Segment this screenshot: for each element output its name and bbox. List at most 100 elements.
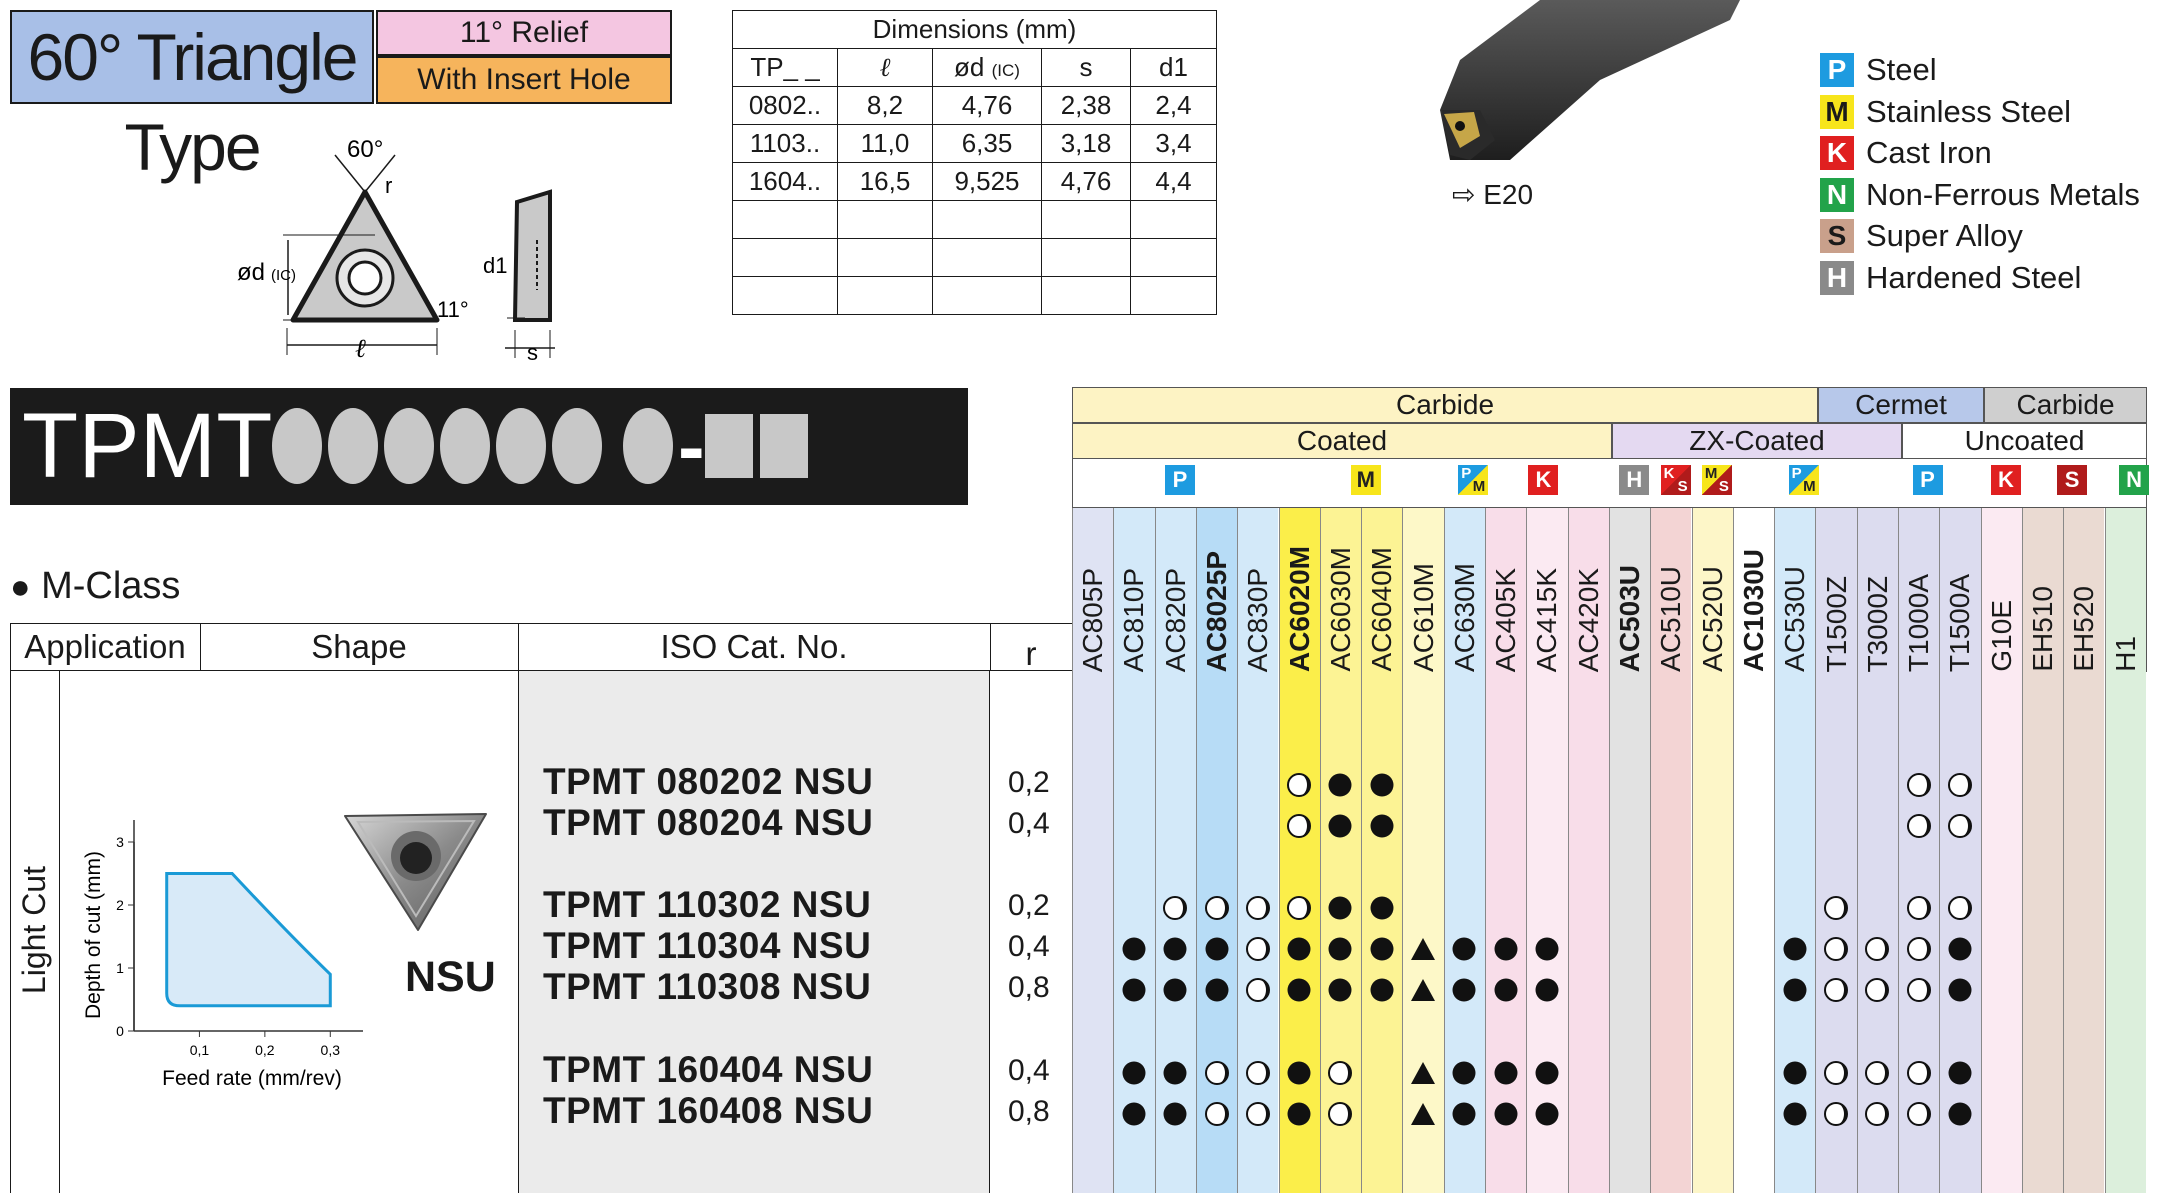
group-cermet: Cermet	[1818, 387, 1984, 423]
code-placeholder	[384, 408, 434, 484]
grade-column	[1361, 672, 1403, 1193]
mark-second-choice	[1947, 814, 1972, 838]
legend-label: Super Alloy	[1866, 218, 2023, 253]
grade-column	[1650, 672, 1692, 1193]
group-uncoated: Uncoated	[1902, 423, 2147, 459]
mark-first-choice	[1494, 937, 1518, 961]
grade-name: AC415K	[1531, 567, 1563, 672]
dimension-row	[732, 276, 1217, 315]
mark-first-choice	[1122, 1061, 1146, 1085]
grade-header: T1000A	[1898, 508, 1940, 672]
drawing-angle-label: 60°	[347, 136, 383, 163]
grade-name: AC420K	[1572, 567, 1604, 672]
nose-radius: 0,8	[1008, 1095, 1050, 1128]
mark-second-choice	[1204, 1061, 1229, 1085]
grade-column	[1980, 672, 2022, 1193]
legend-label: Non-Ferrous Metals	[1866, 176, 2140, 212]
dimension-cell: 2,4	[1130, 86, 1217, 125]
dimension-cell	[837, 238, 933, 277]
grade-column	[2104, 672, 2146, 1193]
mark-second-choice	[1906, 937, 1931, 961]
mark-first-choice	[1287, 978, 1311, 1002]
group-carbide: Carbide	[1072, 387, 1818, 423]
grade-header: T1500A	[1939, 508, 1981, 672]
grade-column	[1732, 672, 1775, 1193]
mark-first-choice	[1287, 1061, 1311, 1085]
legend-label: Cast Iron	[1866, 135, 1992, 170]
x-tick-label: 0,3	[321, 1042, 341, 1058]
mark-first-choice	[1287, 937, 1311, 961]
nose-radius: 0,4	[1008, 1054, 1050, 1087]
mark-first-choice	[1948, 1102, 1972, 1126]
grade-header: EH510	[2021, 508, 2064, 672]
grade-name: AC6030M	[1324, 547, 1356, 672]
mark-first-choice	[1370, 896, 1394, 920]
mark-first-choice	[1328, 814, 1352, 838]
grade-column	[2021, 672, 2064, 1193]
mark-first-choice	[1452, 937, 1476, 961]
dim-col-l: ℓ	[837, 48, 933, 87]
material-mark-row	[1072, 459, 2147, 508]
grade-header: AC520U	[1691, 508, 1733, 672]
dimension-cell	[932, 200, 1042, 239]
chart-area	[165, 872, 332, 1008]
drawing-relief-label: 11°	[437, 297, 469, 322]
grade-name: T1000A	[1903, 573, 1935, 672]
grade-header: AC630M	[1443, 508, 1485, 672]
code-dash: -	[678, 402, 705, 491]
mark-second-choice	[1204, 1102, 1229, 1126]
application-label: Light Cut	[15, 865, 52, 995]
mark-first-choice	[1328, 896, 1352, 920]
dimension-row	[732, 200, 1217, 239]
grade-header: AC510U	[1650, 508, 1692, 672]
grade-name: EH510	[2027, 586, 2059, 672]
drawing-ic-label: (IC)	[271, 267, 296, 284]
mark-second-choice	[1245, 978, 1270, 1002]
grade-name: AC805P	[1077, 567, 1109, 672]
mark-first-choice	[1122, 978, 1146, 1002]
grade-name: AC830P	[1242, 567, 1274, 672]
grade-name: AC1030U	[1737, 549, 1769, 672]
grade-name: AC810P	[1118, 567, 1150, 672]
code-placeholder-square	[760, 414, 808, 478]
mark-second-choice	[1204, 896, 1229, 920]
dimensions-title: Dimensions (mm)	[732, 10, 1217, 49]
code-placeholder	[328, 408, 378, 484]
grade-name: AC6020M	[1283, 545, 1315, 672]
iso-column	[518, 671, 990, 1193]
nose-radius: 0,8	[1008, 971, 1050, 1004]
drawing-od-label: ød	[237, 259, 265, 286]
mark-second-choice	[1906, 814, 1931, 838]
mark-second-choice	[1865, 1061, 1890, 1085]
mark-first-choice	[1452, 1102, 1476, 1126]
dimension-cell: 11,0	[837, 124, 933, 163]
grade-column	[1691, 672, 1733, 1193]
grade-name: AC405K	[1490, 567, 1522, 672]
material-mark: M	[1350, 465, 1381, 495]
code-placeholder	[623, 408, 673, 484]
mark-second-choice	[1906, 978, 1931, 1002]
mark-first-choice	[1370, 978, 1394, 1002]
mark-first-choice	[1163, 978, 1187, 1002]
mark-second-choice	[1287, 773, 1312, 797]
dimension-cell: 9,525	[932, 162, 1042, 201]
grade-header: AC503U	[1608, 508, 1651, 672]
dimension-cell: 2,38	[1041, 86, 1131, 125]
mark-second-choice	[1824, 978, 1849, 1002]
grade-header: AC6020M	[1278, 508, 1320, 672]
mark-first-choice	[1163, 937, 1187, 961]
grade-name: AC520U	[1696, 566, 1728, 672]
mark-second-choice	[1328, 1102, 1353, 1126]
dimension-cell	[1130, 200, 1217, 239]
mark-second-choice	[1906, 1061, 1931, 1085]
mark-second-choice	[1245, 896, 1270, 920]
grade-column	[1939, 672, 1981, 1193]
dimension-cell	[1130, 238, 1217, 277]
mark-second-choice	[1245, 1061, 1270, 1085]
